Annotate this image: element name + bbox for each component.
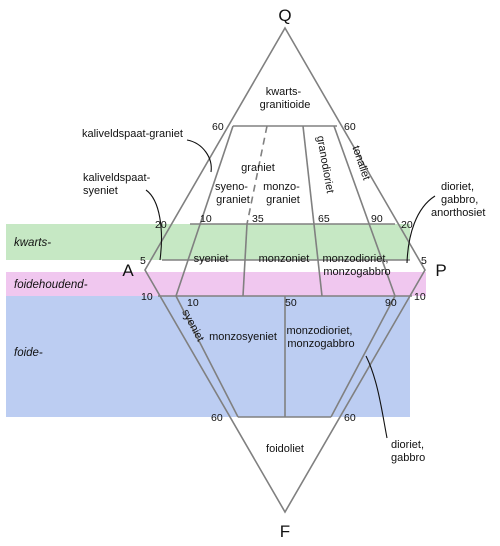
callout-alkali-feldspar-syenite: kaliveldspaat- syeniet <box>83 172 153 197</box>
vertex-f-label: F <box>280 522 290 541</box>
leader-alkali-granite <box>186 139 212 173</box>
field-monzodiorite-lower-line1: monzodioriet, <box>286 325 352 337</box>
radial-35-line <box>246 125 268 225</box>
radial-35-lower <box>242 223 248 297</box>
field-quartz-granitoid: kwarts- granitioide <box>260 86 311 111</box>
vertex-a-label: A <box>122 261 134 280</box>
callout-diorite-lower-line2: gabbro <box>391 452 425 464</box>
field-syenite: syeniet <box>194 253 229 265</box>
callout-diorite-lower: dioriet, gabbro <box>391 439 427 464</box>
tick-f60-right: 60 <box>344 412 356 424</box>
band-quartz-label: kwarts- <box>14 237 51 249</box>
field-syenogranite: syeno- graniet <box>215 181 251 206</box>
tick-q60-right: 60 <box>344 121 356 133</box>
foid-band <box>6 296 410 417</box>
radial-65-line <box>302 125 323 297</box>
field-syenogranite-line1: syeno- <box>215 181 248 193</box>
foid-bearing-band <box>6 272 426 296</box>
leader-diorite-upper <box>406 195 436 264</box>
tick-lower-90: 90 <box>385 297 397 309</box>
field-monzodiorite-upper-line1: monzodioriet, <box>322 253 388 265</box>
leader-lines <box>145 139 436 439</box>
vertex-p-label: P <box>435 261 446 280</box>
field-quartz-granitoid-line1: kwarts- <box>266 86 302 98</box>
leader-diorite-lower <box>365 355 388 439</box>
field-foidolite: foidoliet <box>266 443 304 455</box>
radial-90-line <box>333 125 396 297</box>
qapf-outline <box>144 26 426 514</box>
tick-upper-35: 35 <box>252 213 264 225</box>
field-monzonite: monzoniet <box>259 253 310 265</box>
band-foid-label: foide- <box>14 347 43 359</box>
field-monzogranite-line1: monzo- <box>263 181 300 193</box>
callout-diorite-upper: dioriet, gabbro, anorthosiet <box>431 181 485 219</box>
tick-q20-right: 20 <box>401 219 413 231</box>
tick-f60-left: 60 <box>211 412 223 424</box>
field-monzodiorite-lower-line2: monzogabbro <box>287 338 354 350</box>
field-granite: graniet <box>241 162 275 174</box>
callout-alkali-feldspar-granite: kaliveldspaat-graniet <box>82 128 183 140</box>
tick-upper-90: 90 <box>371 213 383 225</box>
tick-q5-right: 5 <box>421 255 427 267</box>
field-monzogranite-line2: graniet <box>266 194 300 206</box>
field-granodiorite: granodioriet <box>314 135 336 194</box>
band-foid-bearing-label: foidehoudend- <box>14 279 88 291</box>
tick-q5-left: 5 <box>140 255 146 267</box>
tick-upper-10: 10 <box>200 213 212 225</box>
field-monzosyenite: monzosyeniet <box>209 331 277 343</box>
callout-alkali-feldspar-syenite-line1: kaliveldspaat- <box>83 172 151 184</box>
field-monzodiorite-upper: monzodioriet, monzogabbro <box>322 253 391 278</box>
tick-q60-left: 60 <box>212 121 224 133</box>
field-syenogranite-line2: graniet <box>216 194 250 206</box>
callout-diorite-upper-line3: anorthosiet <box>431 207 485 219</box>
vertex-q-label: Q <box>278 6 291 25</box>
field-monzodiorite-upper-line2: monzogabbro <box>323 266 390 278</box>
leader-alkali-syenite <box>145 189 163 261</box>
radial-90-lower <box>330 295 396 418</box>
diagram-lines <box>144 26 426 514</box>
tick-f10-left: 10 <box>141 291 153 303</box>
tick-upper-65: 65 <box>318 213 330 225</box>
callout-alkali-feldspar-syenite-line2: syeniet <box>83 185 118 197</box>
tick-lower-10: 10 <box>187 297 199 309</box>
field-monzogranite: monzo- graniet <box>263 181 303 206</box>
tick-lower-50: 50 <box>285 297 297 309</box>
radial-10-lower <box>175 295 239 418</box>
callout-diorite-lower-line1: dioriet, <box>391 439 424 451</box>
callout-diorite-upper-line1: dioriet, <box>441 181 474 193</box>
radial-10-upper <box>175 125 234 297</box>
tick-f10-right: 10 <box>414 291 426 303</box>
field-quartz-granitoid-line2: granitioide <box>260 99 311 111</box>
tick-q20-left: 20 <box>155 219 167 231</box>
field-monzodiorite-lower: monzodioriet, monzogabbro <box>286 325 355 350</box>
quartz-band <box>6 224 410 260</box>
callout-diorite-upper-line2: gabbro, <box>441 194 478 206</box>
